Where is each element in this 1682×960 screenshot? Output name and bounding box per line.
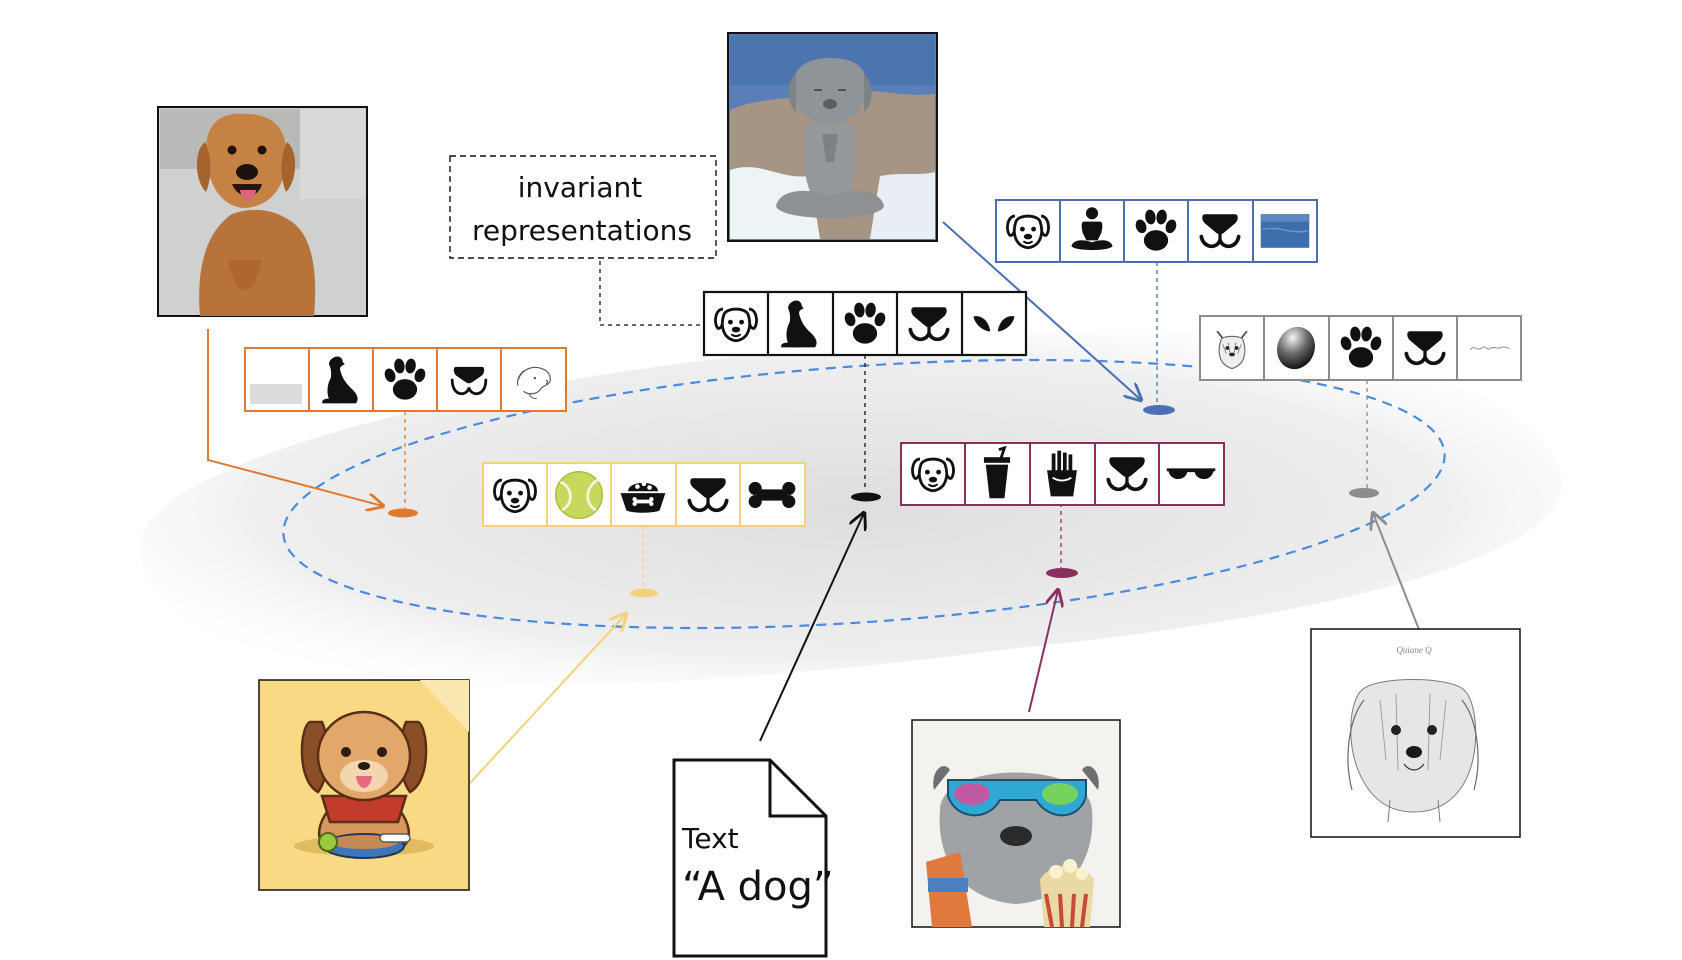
invariant-label-line2: representations (472, 214, 692, 247)
feature-strip-orange (244, 347, 567, 412)
arrow-black (759, 513, 864, 742)
arrow-gray (1373, 513, 1421, 633)
point-purple (1046, 568, 1078, 578)
sketch-signature-text: Quiane Q (1396, 645, 1432, 655)
feature-strip-blue (995, 199, 1318, 263)
feature-strip-purple (900, 442, 1225, 506)
point-black (851, 492, 881, 502)
feature-strip-black (702, 290, 1028, 357)
dog-statue-photo (727, 32, 938, 242)
text-document-quote: “A dog” (682, 864, 834, 910)
dashed-connectors (404, 253, 1368, 588)
text-document-heading: Text (681, 822, 739, 855)
water-square (1260, 213, 1310, 249)
embedding-points (388, 405, 1379, 598)
feature-strip-yellow (482, 462, 806, 527)
embedding-space-ellipse (282, 358, 1446, 630)
point-blue (1143, 405, 1175, 415)
arrows (207, 221, 1421, 784)
cartoon-dog-image (258, 679, 470, 891)
point-gray (1349, 488, 1379, 498)
golden-retriever-photo (157, 106, 368, 317)
arrow-yellow (469, 614, 626, 784)
blank-square (250, 384, 302, 404)
point-orange (388, 508, 418, 518)
dog-pencil-sketch: Quiane Q (1310, 628, 1521, 838)
feature-strip-gray (1199, 315, 1522, 381)
invariant-label-box: invariant representations (449, 155, 717, 259)
text-document: Text “A dog” (672, 758, 834, 958)
point-yellow (630, 588, 658, 598)
tennis-ball-icon (554, 470, 604, 520)
arrow-blue (942, 221, 1141, 400)
arrow-orange (207, 329, 383, 506)
invariant-label-line1: invariant (518, 171, 642, 204)
dog-sunglasses-painting (911, 719, 1121, 928)
arrow-purple (1028, 590, 1058, 713)
